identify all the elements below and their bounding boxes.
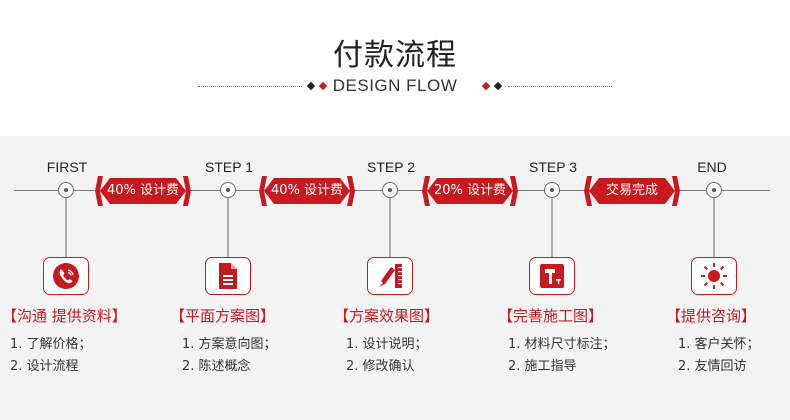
step-label-1: STEP 1 xyxy=(205,159,253,175)
timeline-node xyxy=(706,182,722,198)
page-subtitle: DESIGN FLOW xyxy=(332,76,458,95)
card-title: 【方案效果图】 xyxy=(334,307,440,325)
connector-line xyxy=(551,197,553,259)
timeline-node xyxy=(382,182,398,198)
connector-line xyxy=(65,197,67,259)
step-label-first: FIRST xyxy=(46,159,88,175)
payment-label: 20% 设计费 xyxy=(427,178,513,204)
connector-line xyxy=(227,197,229,259)
payment-ribbon xyxy=(584,176,680,206)
card-title: 【提供咨询】 xyxy=(666,307,757,325)
header: 付款流程 DESIGN FLOW xyxy=(0,0,790,136)
subtitle-row: DESIGN FLOW xyxy=(0,76,790,98)
payment-label: 交易完成 xyxy=(589,178,675,204)
divider-right xyxy=(508,86,612,87)
card-item: 2. 陈述概念 xyxy=(182,359,251,374)
hammer-icon xyxy=(529,257,575,295)
timeline-node xyxy=(544,182,560,198)
card-title: 【完善施工图】 xyxy=(498,307,604,325)
page-title: 付款流程 xyxy=(333,38,457,73)
card-item: 2. 修改确认 xyxy=(346,359,415,374)
card-item: 1. 方案意向图； xyxy=(182,337,277,352)
card-title: 【沟通 提供资料】 xyxy=(2,307,127,325)
sun-icon xyxy=(691,257,737,295)
card-item: 2. 设计流程 xyxy=(10,359,79,374)
divider-left xyxy=(198,86,302,87)
card-item: 1. 设计说明； xyxy=(346,337,428,352)
payment-ribbon xyxy=(422,176,518,206)
step-label-end: END xyxy=(697,159,727,175)
phone-icon xyxy=(43,257,89,295)
timeline-node xyxy=(58,182,74,198)
step-label-2: STEP 2 xyxy=(367,159,415,175)
payment-label: 40% 设计费 xyxy=(264,178,350,204)
payment-label: 40% 设计费 xyxy=(100,178,186,204)
step-label-3: STEP 3 xyxy=(529,159,577,175)
timeline-node xyxy=(220,182,236,198)
document-icon xyxy=(205,257,251,295)
card-item: 1. 材料尺寸标注； xyxy=(508,337,616,352)
pencil-ruler-icon xyxy=(367,257,413,295)
card-item: 2. 施工指导 xyxy=(508,359,577,374)
card-item: 1. 客户关怀； xyxy=(678,337,760,352)
card-title: 【平面方案图】 xyxy=(170,307,276,325)
payment-ribbon xyxy=(95,176,191,206)
connector-line xyxy=(389,197,391,259)
card-item: 1. 了解价格； xyxy=(10,337,92,352)
payment-ribbon xyxy=(259,176,355,206)
connector-line xyxy=(713,197,715,259)
card-item: 2. 友情回访 xyxy=(678,359,747,374)
